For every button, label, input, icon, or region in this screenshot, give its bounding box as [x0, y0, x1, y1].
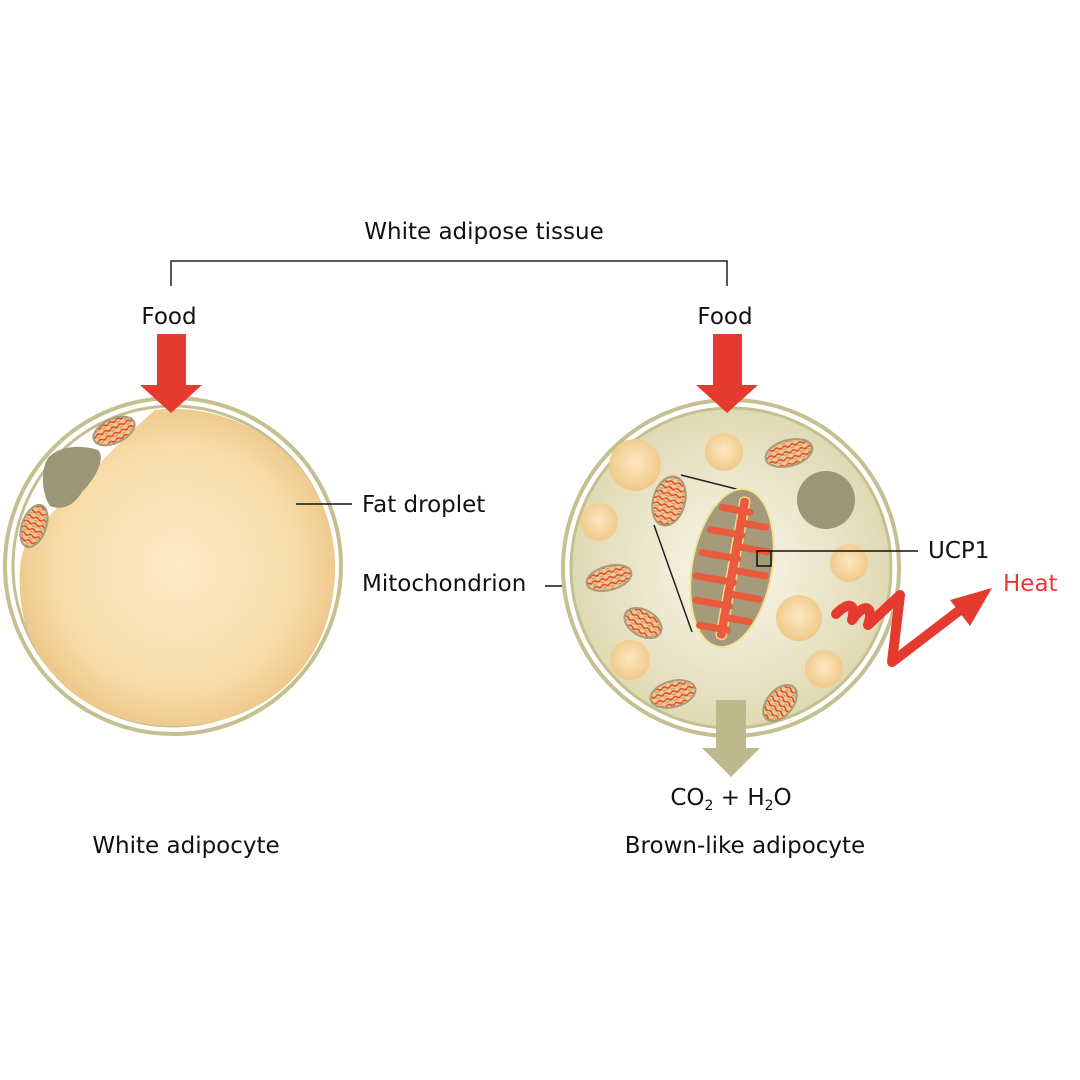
- brown-like-adipocyte: [561, 398, 901, 738]
- nucleus: [42, 446, 101, 508]
- fat-droplet-label: Fat droplet: [362, 492, 485, 518]
- food-label-right: Food: [697, 304, 752, 330]
- food-arrow-left: [140, 334, 202, 413]
- ucp1-marker-box: [756, 550, 772, 567]
- co2-h2o-label: CO2 + H2O: [670, 785, 791, 814]
- heat-arrow: [831, 588, 992, 667]
- small-mitochondria: [585, 437, 814, 723]
- white-adipocyte-caption: White adipocyte: [92, 833, 279, 859]
- tissue-bracket: [170, 260, 728, 286]
- fat-droplet: [19, 408, 336, 726]
- zoom-line-bottom: [653, 524, 693, 633]
- white-adipocyte: [3, 396, 343, 736]
- cristae: [692, 503, 771, 634]
- tissue-title: White adipose tissue: [364, 219, 604, 245]
- ucp1-label: UCP1: [928, 538, 989, 564]
- enlarged-mitochondrion: [689, 487, 775, 649]
- mitochondrion: [92, 415, 136, 447]
- output-arrow: [702, 700, 760, 777]
- food-arrow-right: [696, 334, 758, 413]
- food-label-left: Food: [141, 304, 196, 330]
- mitochondrion: [19, 503, 49, 549]
- nucleus: [797, 471, 855, 529]
- heat-label: Heat: [1003, 571, 1058, 597]
- mitochondrion-label: Mitochondrion: [362, 571, 526, 597]
- brown-adipocyte-caption: Brown-like adipocyte: [625, 833, 865, 859]
- lipid-droplets: [580, 433, 868, 688]
